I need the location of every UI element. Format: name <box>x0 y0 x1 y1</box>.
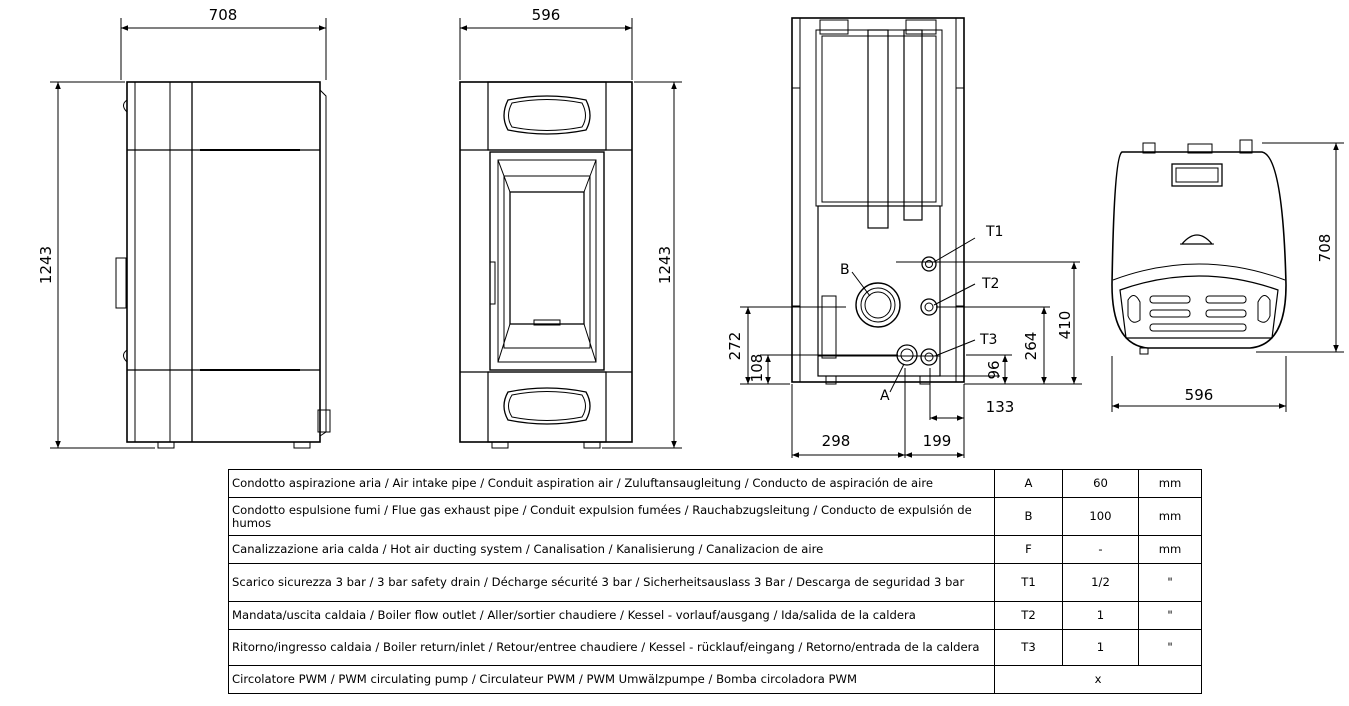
row-unit: " <box>1138 601 1202 630</box>
table-row: Condotto aspirazione aria / Air intake p… <box>228 469 1202 498</box>
row-value: - <box>1062 535 1139 564</box>
side-height-dimension <box>50 81 155 449</box>
front-view <box>459 81 633 449</box>
side-width-label: 708 <box>209 6 238 24</box>
row-unit: " <box>1138 563 1202 602</box>
row-unit: mm <box>1138 497 1202 536</box>
row-code: T3 <box>994 629 1063 666</box>
table-row: Circolatore PWM / PWM circulating pump /… <box>228 665 1202 694</box>
row-value: 1 <box>1062 601 1139 630</box>
front-width-label: 596 <box>532 6 561 24</box>
table-row: Canalizzazione aria calda / Hot air duct… <box>228 535 1202 564</box>
dim-199-label: 199 <box>923 432 952 450</box>
row-description: Canalizzazione aria calda / Hot air duct… <box>228 535 995 564</box>
row-value: 1 <box>1062 629 1139 666</box>
row-description: Ritorno/ingresso caldaia / Boiler return… <box>228 629 995 666</box>
side-view <box>115 81 331 449</box>
row-description: Condotto espulsione fumi / Flue gas exha… <box>228 497 995 536</box>
rear-callouts <box>740 237 1080 458</box>
front-height-dimension <box>602 81 682 449</box>
top-dimension-lines <box>1111 142 1344 412</box>
row-description: Condotto aspirazione aria / Air intake p… <box>228 469 995 498</box>
dim-96-label: 96 <box>985 360 1003 379</box>
table-row: Condotto espulsione fumi / Flue gas exha… <box>228 497 1202 536</box>
row-unit: mm <box>1138 535 1202 564</box>
technical-drawings: 708 1243 596 124 <box>37 6 1344 458</box>
top-depth-label: 708 <box>1316 234 1334 263</box>
label-t3: T3 <box>979 332 997 348</box>
dim-108-label: 108 <box>748 354 766 383</box>
row-value: 60 <box>1062 469 1139 498</box>
row-description: Mandata/uscita caldaia / Boiler flow out… <box>228 601 995 630</box>
row-description: Circolatore PWM / PWM circulating pump /… <box>228 665 995 694</box>
row-code: F <box>994 535 1063 564</box>
table-row: Mandata/uscita caldaia / Boiler flow out… <box>228 601 1202 630</box>
table-row: Scarico sicurezza 3 bar / 3 bar safety d… <box>228 563 1202 602</box>
dim-410-label: 410 <box>1056 311 1074 340</box>
row-unit: " <box>1138 629 1202 666</box>
label-t1: T1 <box>985 224 1003 240</box>
rear-view <box>791 17 965 385</box>
top-view <box>1111 139 1287 355</box>
row-code: B <box>994 497 1063 536</box>
row-code: T2 <box>994 601 1063 630</box>
dim-133-label: 133 <box>986 398 1015 416</box>
row-value: 1/2 <box>1062 563 1139 602</box>
dim-264-label: 264 <box>1022 332 1040 361</box>
row-merged-value: x <box>994 665 1202 694</box>
label-t2: T2 <box>981 276 999 292</box>
dim-298-label: 298 <box>822 432 851 450</box>
table-row: Ritorno/ingresso caldaia / Boiler return… <box>228 629 1202 666</box>
front-height-label: 1243 <box>656 246 674 284</box>
row-description: Scarico sicurezza 3 bar / 3 bar safety d… <box>228 563 995 602</box>
front-width-dimension <box>459 18 633 80</box>
label-a: A <box>880 388 890 404</box>
row-value: 100 <box>1062 497 1139 536</box>
connections-table: Condotto aspirazione aria / Air intake p… <box>228 469 1202 694</box>
side-height-label: 1243 <box>37 246 55 284</box>
side-width-dimension <box>120 18 327 80</box>
row-code: T1 <box>994 563 1063 602</box>
rear-dimension-lines <box>740 262 1082 458</box>
row-code: A <box>994 469 1063 498</box>
label-b: B <box>840 262 850 278</box>
top-width-label: 596 <box>1185 386 1214 404</box>
row-unit: mm <box>1138 469 1202 498</box>
dim-272-label: 272 <box>726 332 744 361</box>
